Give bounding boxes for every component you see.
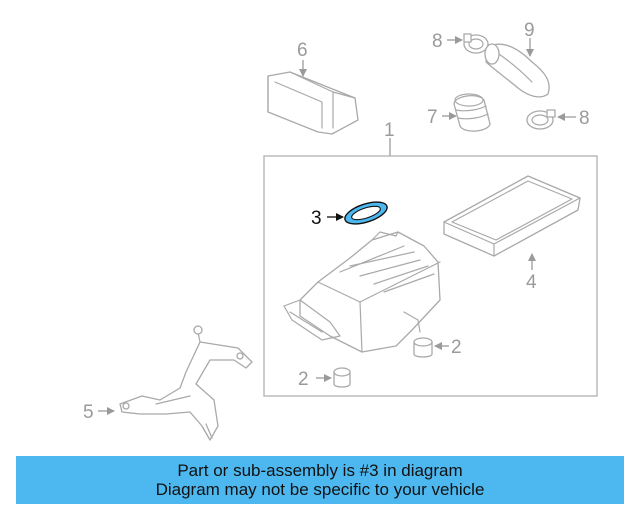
callout-2b: 2 (298, 369, 309, 390)
callout-4: 4 (526, 272, 537, 293)
part-5-bracket[interactable] (119, 325, 253, 441)
callout-3: 3 (311, 208, 322, 229)
callout-8b: 8 (579, 108, 590, 129)
callout-9: 9 (524, 20, 535, 41)
part-2-grommet-right[interactable] (413, 337, 433, 358)
callout-7: 7 (427, 107, 438, 128)
banner-line-1: Part or sub-assembly is #3 in diagram (177, 461, 463, 480)
assembly-box (263, 155, 598, 397)
part-6-intake-duct[interactable] (267, 71, 359, 135)
part-9-air-hose[interactable] (484, 43, 550, 98)
callout-8a: 8 (432, 31, 443, 52)
part-2-grommet-left[interactable] (333, 367, 351, 388)
callout-6: 6 (297, 40, 308, 61)
info-banner: Part or sub-assembly is #3 in diagram Di… (16, 456, 624, 504)
parts-diagram: 6 8 9 7 8 1 3 (83, 20, 598, 441)
callout-1: 1 (384, 120, 395, 141)
banner-line-2: Diagram may not be specific to your vehi… (155, 480, 485, 499)
callout-2a: 2 (451, 337, 462, 358)
part-4-filter-element[interactable] (443, 175, 581, 257)
callout-5: 5 (83, 402, 94, 423)
part-7-sleeve[interactable] (453, 93, 491, 132)
air-box-housing[interactable] (283, 231, 441, 353)
part-3-gasket-highlighted[interactable] (342, 198, 389, 229)
part-8-clamp-upper[interactable] (463, 33, 489, 54)
part-8-clamp-lower[interactable] (526, 109, 556, 130)
